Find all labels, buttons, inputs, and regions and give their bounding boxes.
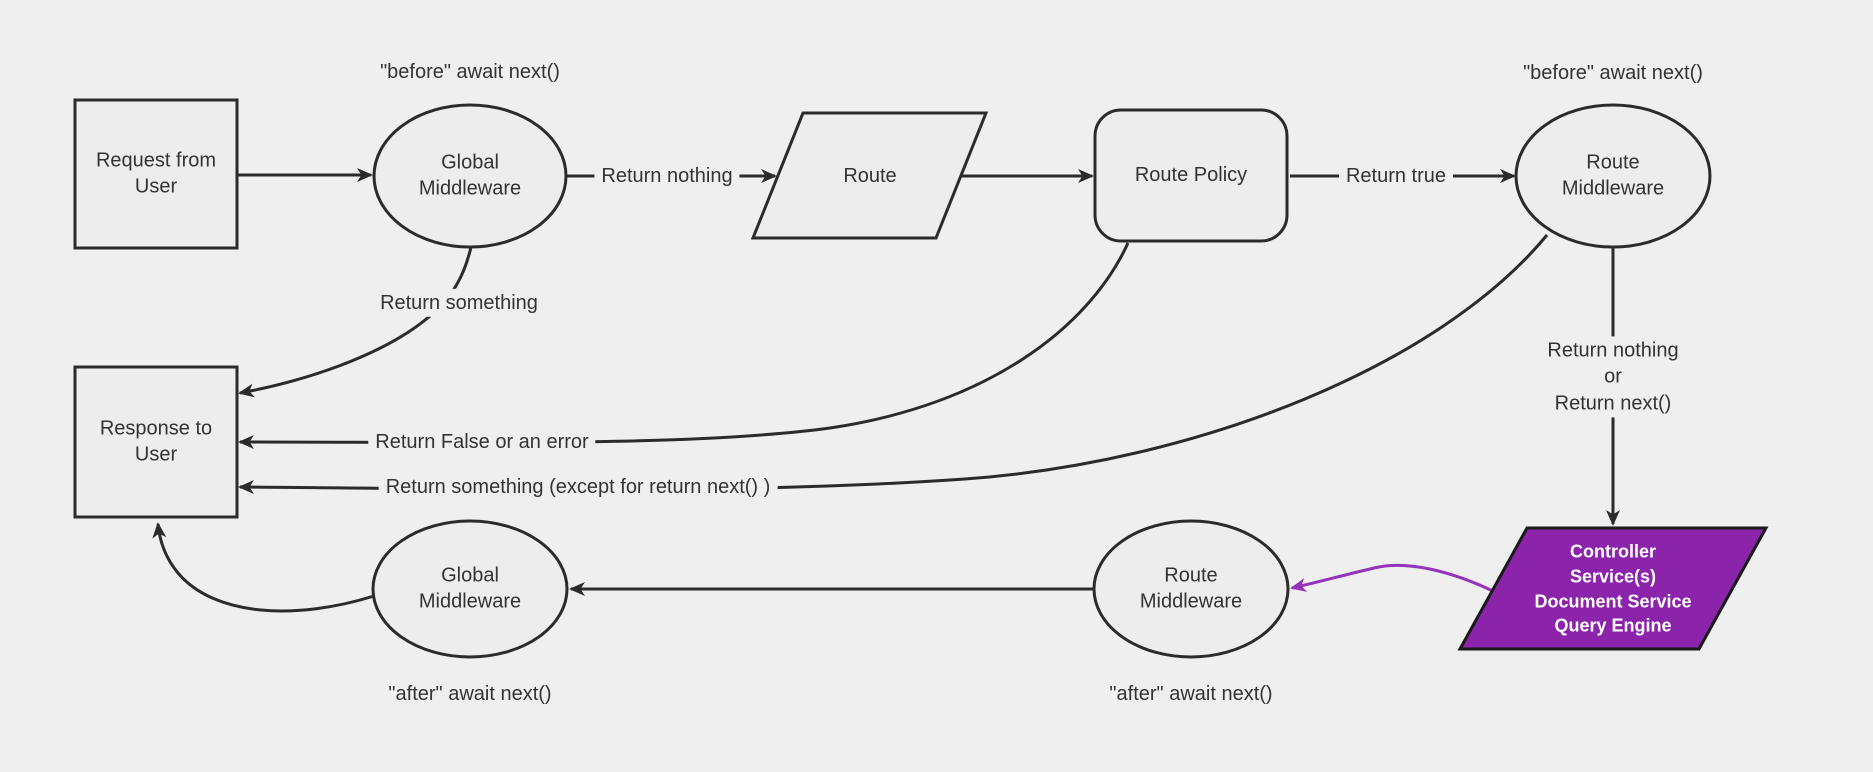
edge-controller-to-route-mw-after	[1290, 563, 1498, 595]
annotation-before-await-right: "before" await next()	[1523, 61, 1703, 84]
node-route-label: Route	[843, 164, 897, 187]
node-global-middleware-top	[372, 103, 568, 249]
node-route-middleware-top-label: Route Middleware	[1561, 151, 1665, 200]
node-global-middleware-bottom	[371, 519, 569, 659]
node-request-label: Request from User	[95, 149, 217, 198]
edge-label-return-nothing: Return nothing	[594, 161, 740, 191]
edge-label-return-true: Return true	[1338, 161, 1454, 191]
annotation-before-await-left: "before" await next()	[380, 60, 560, 83]
node-response-label: Response to User	[99, 417, 213, 466]
annotation-after-await-left: "after" await next()	[388, 682, 552, 705]
node-global-middleware-bottom-label: Global Middleware	[418, 564, 522, 613]
node-route-policy-label: Route Policy	[1134, 163, 1248, 186]
edge-global-mw-return-something	[238, 246, 473, 398]
node-response	[73, 365, 239, 519]
node-route-middleware-bottom	[1092, 519, 1290, 659]
edge-label-return-something: Return something	[373, 288, 545, 318]
edge-global-mw-after-to-response	[152, 522, 375, 613]
node-global-middleware-top-label: Global Middleware	[418, 151, 522, 200]
edge-route-policy-return-false	[238, 242, 1130, 450]
node-route	[750, 111, 989, 240]
node-route-middleware-bottom-label: Route Middleware	[1139, 564, 1243, 613]
edge-label-return-nothing-or-next: Return nothing or Return next()	[1540, 336, 1686, 418]
node-route-middleware-top	[1514, 103, 1712, 249]
edge-label-return-false-or-error: Return False or an error	[368, 427, 596, 457]
annotation-after-await-middle: "after" await next()	[1109, 682, 1273, 705]
node-controller-services	[1457, 526, 1769, 651]
node-controller-services-label: Controller Service(s) Document Service Q…	[1534, 541, 1692, 636]
edge-label-return-something-except: Return something (except for return next…	[378, 472, 778, 502]
node-route-policy	[1093, 108, 1289, 243]
node-request	[73, 98, 239, 250]
